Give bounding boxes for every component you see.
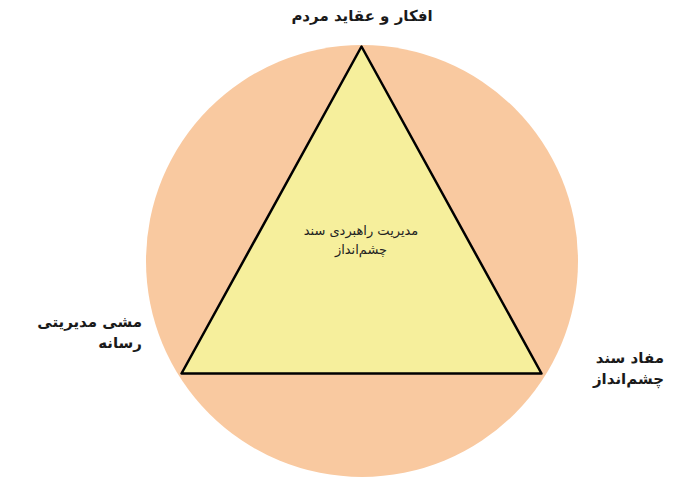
strategy-triangle: مدیریت راهبردی سند چشم‌انداز: [180, 45, 543, 375]
outer-circle: [146, 45, 578, 477]
triangle-outline: [182, 47, 542, 374]
vertex-label: مفاد سند چشم‌انداز: [572, 348, 664, 390]
triangle-shape: [180, 45, 543, 375]
node-title: مدیریت راهبردی سند چشم‌انداز: [294, 222, 429, 260]
vertex-label: افکار و عقاید مردم: [291, 6, 432, 27]
vertex-label: مشی مدیریتی رسانه: [18, 312, 142, 354]
